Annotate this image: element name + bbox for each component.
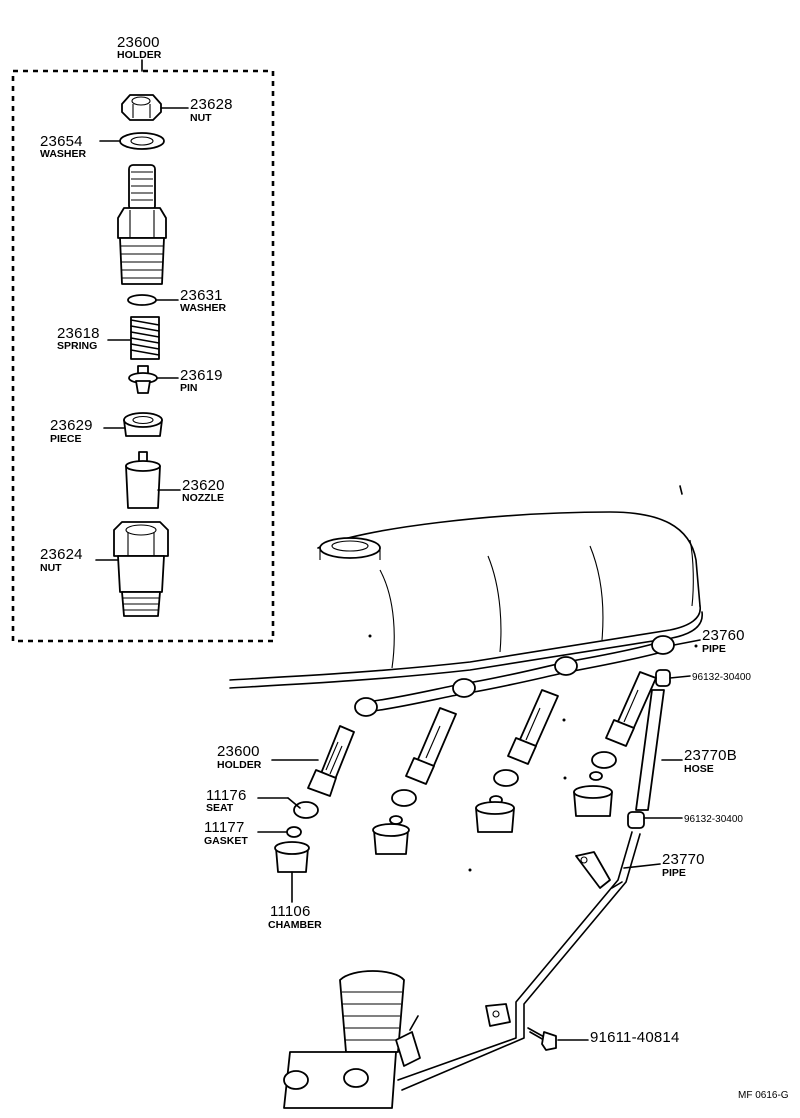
bolt-number: 91611-40814: [590, 1029, 680, 1046]
pipe-top-name: PIPE: [702, 643, 726, 655]
pin-name: PIN: [180, 382, 198, 394]
holder-kit-name: HOLDER: [117, 49, 162, 61]
piece-name: PIECE: [50, 433, 82, 445]
holder-assembly-frame: 23600 HOLDER: [11, 34, 275, 643]
nut-top-name: NUT: [190, 112, 212, 124]
injector-holder-3: [475, 689, 559, 833]
injector-holder-2: [372, 707, 457, 855]
washer-top-number: 23654: [40, 133, 83, 150]
pipe-top-number: 23760: [702, 627, 745, 644]
pipe-return-name: PIPE: [662, 867, 686, 879]
pin-number: 23619: [180, 367, 223, 384]
piece-number: 23629: [50, 417, 93, 434]
leak-off-pipe: [354, 635, 701, 717]
washer-23654-part: [99, 132, 165, 150]
hose-name: HOSE: [684, 763, 714, 775]
nut-bottom-name: NUT: [40, 562, 62, 574]
nut-bottom-number: 23624: [40, 546, 83, 563]
seat-name: SEAT: [206, 802, 234, 814]
cylinder-head-cover: [229, 485, 703, 872]
washer-top-name: WASHER: [40, 148, 87, 160]
nozzle-number: 23620: [182, 477, 225, 494]
holder-body-part: [117, 164, 167, 285]
injection-pump: [283, 970, 421, 1109]
chamber-name: CHAMBER: [268, 919, 322, 931]
pin-23619-part: [128, 365, 179, 394]
nut-top-number: 23628: [190, 96, 233, 113]
washer-23631-part: [127, 294, 179, 306]
washer-mid-name: WASHER: [180, 302, 227, 314]
bolt-part: [527, 1027, 589, 1051]
spring-number: 23618: [57, 325, 100, 342]
pipe-return-number: 23770: [662, 851, 705, 868]
seat-number: 11176: [206, 787, 247, 804]
piece-23629-part: [103, 412, 163, 437]
injector-holder-4: [573, 671, 657, 817]
spring-23618-part: [107, 316, 160, 360]
holder-engine-number: 23600: [217, 743, 260, 760]
nut-23624-part: [95, 521, 169, 617]
spring-name: SPRING: [57, 340, 97, 352]
holder-engine-name: HOLDER: [217, 759, 262, 771]
nozzle-name: NOZZLE: [182, 492, 224, 504]
clamp-top-number: 96132-30400: [692, 672, 751, 683]
holder-kit-number: 23600: [117, 34, 160, 51]
injector-holder-1: [274, 725, 355, 873]
hose-assembly: [627, 669, 691, 829]
hose-number: 23770B: [684, 747, 737, 764]
chamber-number: 11106: [270, 903, 311, 920]
nozzle-23620-part: [125, 451, 181, 509]
washer-mid-number: 23631: [180, 287, 223, 304]
gasket-number: 11177: [204, 819, 245, 836]
clamp-bottom-number: 96132-30400: [684, 814, 743, 825]
return-pipe: [397, 831, 661, 1091]
nut-23628-part: [121, 94, 189, 121]
gasket-name: GASKET: [204, 835, 248, 847]
figure-code: MF 0616-G: [738, 1090, 789, 1101]
